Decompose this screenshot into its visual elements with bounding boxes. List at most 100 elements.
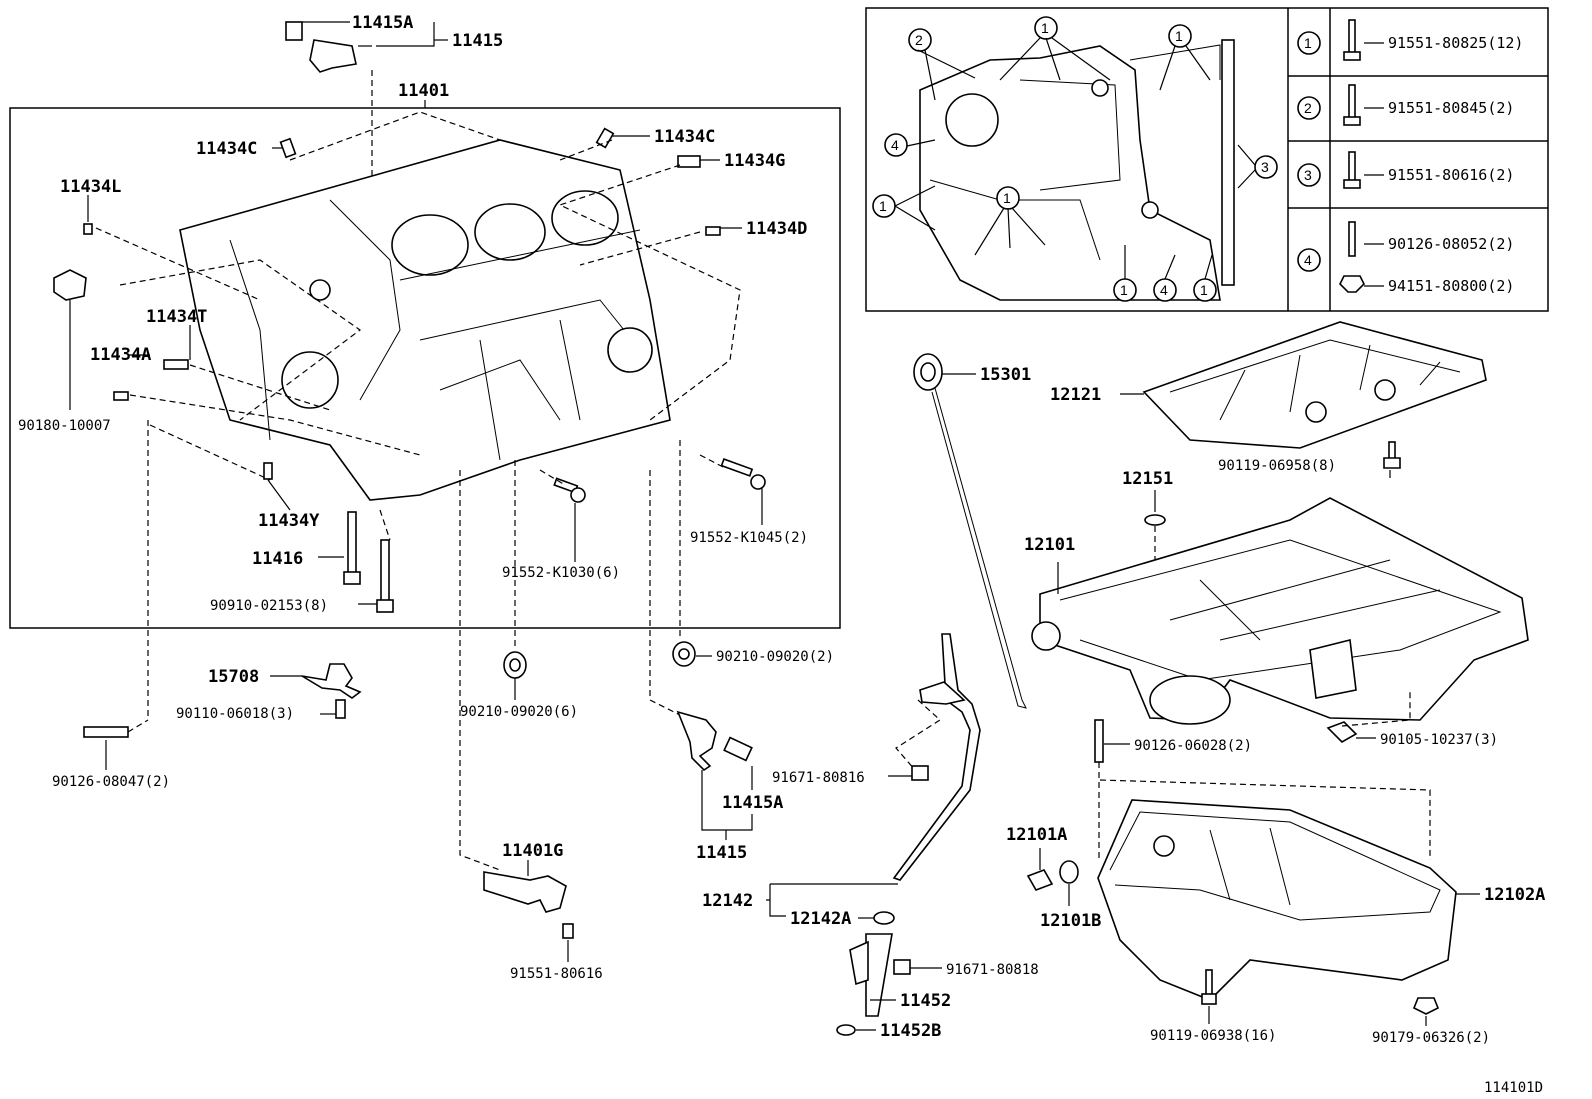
label-11452: 11452 <box>900 991 951 1011</box>
label-11401G: 11401G <box>502 841 563 861</box>
label-90105-10237: 90105-10237(3) <box>1380 732 1498 748</box>
label-11434L: 11434L <box>60 177 121 197</box>
dipstick-15301 <box>913 353 1027 709</box>
plug-11434C-left <box>279 137 297 159</box>
label-91551-80616: 91551-80616 <box>510 966 603 982</box>
sensor-11401G <box>483 871 574 939</box>
bolt-90910-head <box>376 599 394 613</box>
bolt-90110 <box>335 699 346 719</box>
pin-11434A <box>113 391 129 401</box>
svg-text:1: 1 <box>879 198 887 214</box>
label-11434D: 11434D <box>746 219 807 239</box>
svg-text:1: 1 <box>1120 282 1128 298</box>
bolt-91671-80818 <box>893 959 911 975</box>
label-11452B: 11452B <box>880 1021 941 1041</box>
sensor-11415-mid <box>676 710 753 772</box>
bolt-11416-head <box>343 571 361 585</box>
pin-11434T <box>163 359 189 370</box>
label-90126-06028: 90126-06028(2) <box>1134 738 1252 754</box>
label-11415-top: 11415 <box>452 31 503 51</box>
bolt-map-frame <box>865 7 1549 312</box>
label-90119-06938: 90119-06938(16) <box>1150 1028 1276 1044</box>
svg-text:1: 1 <box>1200 282 1208 298</box>
label-90126-08047: 90126-08047(2) <box>52 774 170 790</box>
svg-text:4: 4 <box>1304 252 1312 268</box>
plug-12101A <box>1026 869 1054 891</box>
bolt-table-2: 91551-80845(2) <box>1388 99 1514 117</box>
label-11434A: 11434A <box>90 345 151 365</box>
label-11434Y: 11434Y <box>258 511 320 531</box>
pin-11434Y <box>263 462 273 480</box>
stud-90126-08047 <box>83 726 129 738</box>
label-90210-09020-6: 90210-09020(6) <box>460 704 578 720</box>
upper-oil-pan-12101 <box>1031 497 1529 725</box>
leaders-block <box>69 21 763 605</box>
bolt-table-4-nut: 94151-80800(2) <box>1388 277 1514 295</box>
label-91552-K1045: 91552-K1045(2) <box>690 530 808 546</box>
label-12142A: 12142A <box>790 909 851 929</box>
diagram-id: 114101D <box>1484 1080 1543 1096</box>
svg-text:1: 1 <box>1041 20 1049 36</box>
bolt-91671-80816 <box>911 765 929 781</box>
label-12142: 12142 <box>702 891 753 911</box>
bolt-90105-10237 <box>1326 721 1358 743</box>
label-12101B: 12101B <box>1040 911 1101 931</box>
label-12102A: 12102A <box>1484 885 1545 905</box>
bolt-11416 <box>347 511 357 575</box>
plug-90180 <box>53 269 87 301</box>
bolt-table-4: 90126-08052(2) <box>1388 235 1514 253</box>
label-91671-80818: 91671-80818 <box>946 962 1039 978</box>
label-11434T: 11434T <box>146 307 207 327</box>
nut-90179 <box>1412 997 1440 1015</box>
label-11401: 11401 <box>398 81 449 101</box>
bolt-90910 <box>380 539 390 603</box>
oring-12151 <box>1144 514 1166 526</box>
label-12101: 12101 <box>1024 535 1075 555</box>
bolt-91552-K1045-head <box>750 474 766 490</box>
bolt-table-3: 91551-80616(2) <box>1388 166 1514 184</box>
label-11434C-right: 11434C <box>654 127 715 147</box>
svg-text:4: 4 <box>1160 282 1168 298</box>
svg-text:3: 3 <box>1261 159 1269 175</box>
svg-text:3: 3 <box>1304 167 1312 183</box>
svg-text:1: 1 <box>1003 190 1011 206</box>
pin-11434L <box>83 223 93 235</box>
label-91671-80816: 91671-80816 <box>772 770 865 786</box>
bolt-map-illustration <box>919 39 1235 301</box>
label-90910-02153: 90910-02153(8) <box>210 598 328 614</box>
label-12101A: 12101A <box>1006 825 1067 845</box>
bolt-table: 1 2 3 4 91551-80825(12) 91551-80845(2) 9… <box>1297 19 1523 295</box>
label-11415A-top: 11415A <box>352 13 413 33</box>
label-11415-mid: 11415 <box>696 843 747 863</box>
bolt-91552-K1030-head <box>570 487 586 503</box>
label-15708: 15708 <box>208 667 259 687</box>
label-11415A-mid: 11415A <box>722 793 783 813</box>
svg-text:2: 2 <box>915 32 923 48</box>
label-91552-K1030: 91552-K1030(6) <box>502 565 620 581</box>
bolt-map-markers: 2 1 1 4 1 1 3 1 4 1 <box>872 16 1278 302</box>
lower-oil-pan-12102A <box>1097 799 1457 1001</box>
label-90180-10007: 90180-10007 <box>18 418 111 434</box>
svg-text:1: 1 <box>1175 28 1183 44</box>
label-11416: 11416 <box>252 549 303 569</box>
part-labels: 11415A 11415 11401 11434C 11434C 11434G … <box>18 13 1545 1096</box>
pin-11434D <box>705 226 721 236</box>
sensor-11415-top <box>285 21 357 73</box>
baffle-plate-12121 <box>1142 321 1487 449</box>
oil-jet-15708 <box>301 663 362 699</box>
svg-text:2: 2 <box>1304 100 1312 116</box>
label-12121: 12121 <box>1050 385 1101 405</box>
label-90210-09020-2: 90210-09020(2) <box>716 649 834 665</box>
stud-90126-06028 <box>1094 719 1104 763</box>
label-90119-06958: 90119-06958(8) <box>1218 458 1336 474</box>
bolt-90119-06938 <box>1205 969 1213 997</box>
gasket-12101B <box>1059 860 1079 884</box>
label-11434G: 11434G <box>724 151 785 171</box>
svg-text:1: 1 <box>1304 35 1312 51</box>
pin-11434G <box>677 155 701 168</box>
bolt-91552-K1045 <box>720 458 754 477</box>
cylinder-block-illustration <box>179 139 671 501</box>
label-11434C-left: 11434C <box>196 139 257 159</box>
dashed-leaders <box>95 70 741 871</box>
